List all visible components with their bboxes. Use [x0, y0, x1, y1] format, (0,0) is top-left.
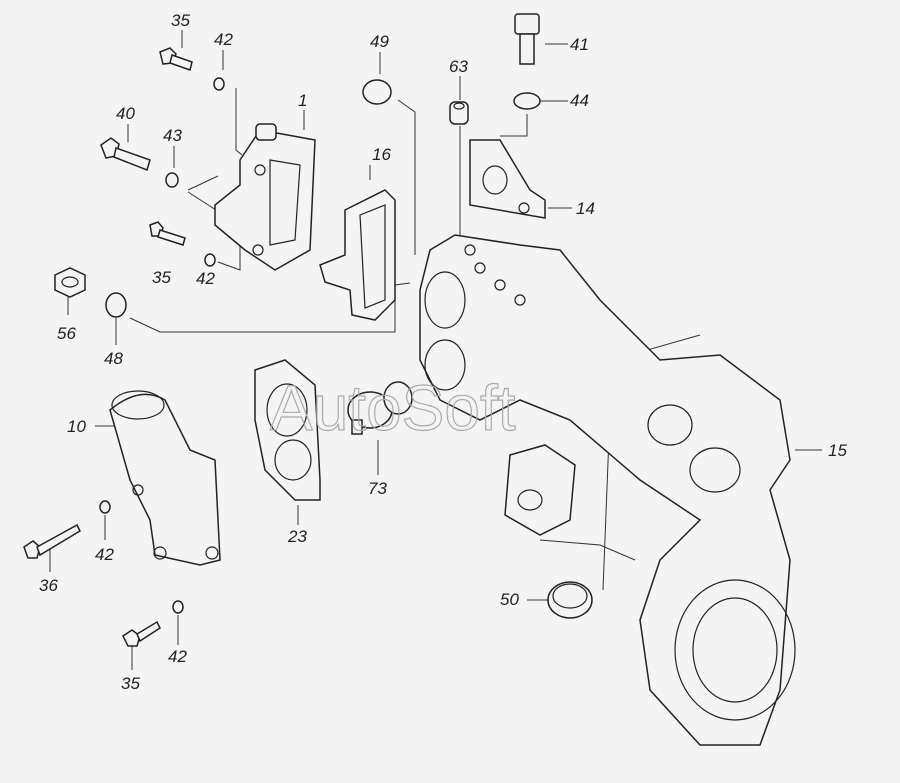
part-bolt-40 [100, 137, 151, 171]
part-seal-50 [547, 581, 593, 619]
part-bracket-14 [469, 139, 546, 219]
callout-44: 44 [570, 91, 589, 110]
callout-63: 63 [449, 57, 468, 76]
callout-56: 56 [57, 324, 76, 343]
part-cover-15 [419, 234, 796, 746]
callout-73: 73 [368, 479, 387, 498]
callout-42: 42 [214, 30, 233, 49]
callout-15: 15 [828, 441, 847, 460]
part-bolt-35-bottom [122, 620, 161, 647]
callout-16: 16 [372, 145, 391, 164]
callout-10: 10 [67, 417, 86, 436]
part-washer-42b [204, 253, 216, 267]
callout-40: 40 [116, 104, 135, 123]
part-washer-42 [213, 77, 225, 91]
part-washer-44 [513, 92, 541, 110]
part-gasket-23 [254, 359, 321, 501]
callout-35: 35 [171, 11, 190, 30]
callout-42b: 42 [196, 269, 215, 288]
callout-14: 14 [576, 199, 595, 218]
watermark: AutoSoft [270, 372, 516, 444]
part-bolt-35-mid [149, 221, 186, 246]
part-thermostat-73 [347, 381, 413, 435]
callout-41: 41 [570, 35, 589, 54]
callout-42c: 42 [95, 545, 114, 564]
part-oring-48 [105, 292, 127, 318]
part-plug-63 [449, 101, 469, 125]
part-bolt-35-top [159, 47, 193, 71]
callout-49: 49 [370, 32, 389, 51]
callout-1: 1 [298, 91, 307, 110]
callout-43: 43 [163, 126, 182, 145]
part-washer-42c [99, 500, 111, 514]
part-gasket-16 [319, 189, 396, 321]
part-washer-43 [165, 172, 179, 188]
callout-23: 23 [287, 527, 307, 546]
callout-labels: 35 42 1 40 43 49 63 41 44 16 14 35 42 56… [39, 11, 847, 693]
callout-42d: 42 [168, 647, 187, 666]
callout-36: 36 [39, 576, 58, 595]
part-cover-1 [214, 123, 316, 271]
part-bracket-small [504, 444, 576, 536]
callout-35c: 35 [121, 674, 140, 693]
callout-50: 50 [500, 590, 519, 609]
callout-48: 48 [104, 349, 123, 368]
part-washer-42d [172, 600, 184, 614]
part-housing-10 [109, 390, 221, 566]
part-plug-49 [362, 79, 392, 105]
part-plug-56 [54, 267, 86, 298]
part-bolt-36 [23, 523, 81, 559]
part-bolt-41 [514, 13, 540, 65]
callout-35b: 35 [152, 268, 171, 287]
